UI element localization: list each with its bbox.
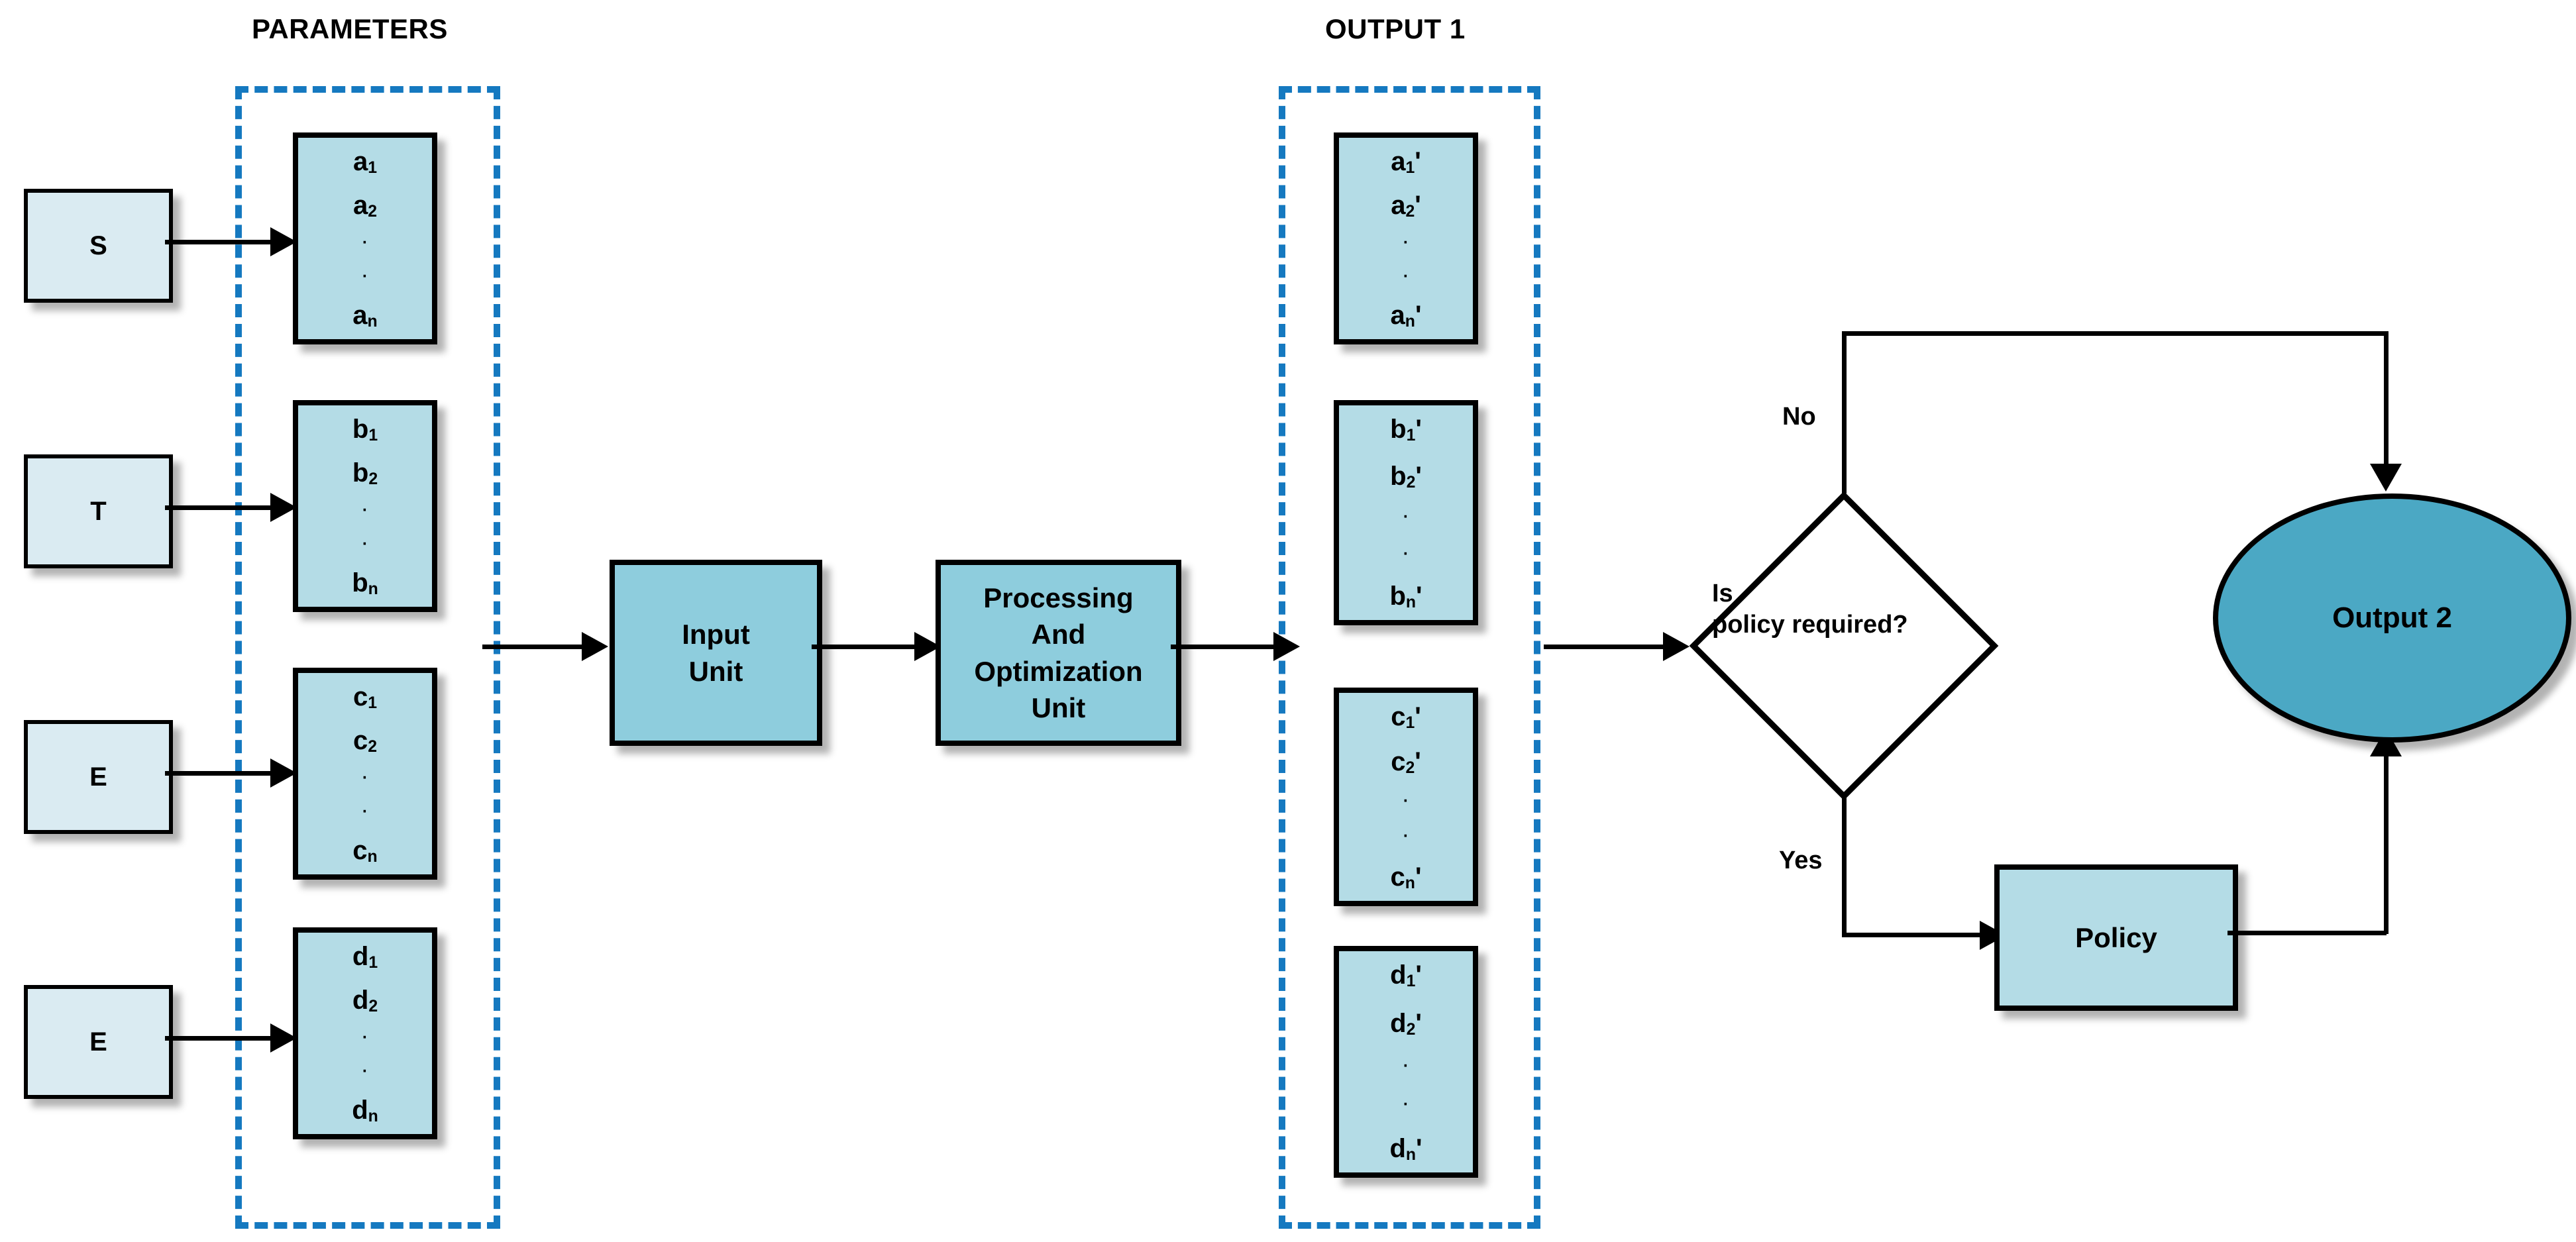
source-box-e1[interactable]: E	[24, 720, 173, 834]
param-ellipsis-dot: ·	[362, 1062, 368, 1080]
output-ellipsis-dot: ·	[1403, 508, 1409, 527]
arrow-line-params-to-input-unit	[482, 645, 585, 649]
source-box-label: S	[89, 231, 107, 260]
source-box-label: E	[89, 762, 107, 792]
arrow-head-t-to-b	[270, 493, 297, 522]
output-column-a-prime[interactable]: a1' a2' · · an'	[1334, 132, 1478, 344]
output-token: b1'	[1390, 415, 1422, 444]
arrow-line-s-to-a	[165, 240, 274, 244]
no-branch-vertical-line	[1842, 331, 1847, 493]
policy-to-output2-vertical-line	[2384, 755, 2388, 934]
source-box-label: T	[90, 496, 107, 526]
arrow-head-e2-to-d	[270, 1023, 297, 1053]
param-token: cn	[352, 835, 378, 866]
source-box-label: E	[89, 1027, 107, 1057]
output-token: a1'	[1391, 147, 1421, 177]
output-token: d1'	[1390, 960, 1422, 990]
param-ellipsis-dot: ·	[362, 802, 368, 821]
output-token: b2'	[1390, 461, 1422, 492]
output1-group-label: OUTPUT 1	[1325, 13, 1466, 44]
input-unit-label: Input Unit	[682, 619, 750, 687]
output-token: c2'	[1391, 747, 1421, 778]
output-token: c1'	[1391, 702, 1421, 732]
output-column-c-prime[interactable]: c1' c2' · · cn'	[1334, 688, 1478, 906]
param-column-a[interactable]: a1 a2 · · an	[293, 132, 437, 344]
param-token: c1	[352, 682, 378, 712]
param-ellipsis-dot: ·	[362, 535, 368, 553]
arrow-head-processing-to-output1	[1273, 632, 1300, 661]
param-column-c[interactable]: c1 c2 · · cn	[293, 668, 437, 880]
output-ellipsis-dot: ·	[1403, 792, 1409, 811]
source-box-s[interactable]: S	[24, 189, 173, 303]
param-token: d1	[352, 942, 378, 972]
param-ellipsis-dot: ·	[362, 234, 368, 252]
no-branch-label: No	[1782, 403, 1816, 431]
output-ellipsis-dot: ·	[1403, 827, 1409, 846]
policy-to-output2-horizontal-line	[2227, 931, 2387, 935]
param-ellipsis-dot: ·	[362, 1029, 368, 1047]
decision-line-2: policy required?	[1712, 611, 1908, 639]
output-ellipsis-dot: ·	[1403, 234, 1409, 252]
arrow-head-params-to-input-unit	[582, 632, 608, 661]
source-box-e2[interactable]: E	[24, 985, 173, 1099]
no-branch-horizontal-line	[1842, 331, 2388, 336]
decision-diamond-label: Is policy required?	[1688, 570, 2033, 649]
no-branch-down-line	[2384, 331, 2388, 467]
param-ellipsis-dot: ·	[362, 501, 368, 520]
param-ellipsis-dot: ·	[362, 769, 368, 788]
output-ellipsis-dot: ·	[1403, 1096, 1409, 1114]
arrow-head-s-to-a	[270, 227, 297, 256]
arrow-line-e1-to-c	[165, 771, 274, 776]
param-token: dn	[352, 1095, 378, 1125]
param-token: b1	[352, 415, 378, 444]
yes-branch-horizontal-line	[1842, 933, 1984, 937]
arrow-line-e2-to-d	[165, 1036, 274, 1041]
arrow-head-output1-to-decision	[1663, 632, 1690, 661]
output2-label: Output 2	[2332, 601, 2452, 634]
no-branch-arrow-head	[2370, 464, 2402, 492]
arrow-line-input-to-processing	[812, 645, 918, 649]
param-token: d2	[352, 985, 378, 1015]
decision-line-1: Is	[1712, 579, 1733, 607]
param-column-b[interactable]: b1 b2 · · bn	[293, 400, 437, 612]
arrow-line-output1-to-decision	[1544, 645, 1666, 649]
output-ellipsis-dot: ·	[1403, 267, 1409, 285]
arrow-head-e1-to-c	[270, 758, 297, 788]
param-token: bn	[352, 568, 378, 598]
param-ellipsis-dot: ·	[362, 267, 368, 285]
output-column-b-prime[interactable]: b1' b2' · · bn'	[1334, 400, 1478, 625]
parameters-group-label: PARAMETERS	[252, 13, 448, 44]
param-token: a2	[352, 190, 378, 221]
output-token: a2'	[1391, 190, 1421, 221]
arrow-line-processing-to-output1	[1171, 645, 1277, 649]
output-token: bn'	[1389, 581, 1422, 611]
source-box-t[interactable]: T	[24, 454, 173, 568]
output-token: dn'	[1389, 1133, 1422, 1164]
policy-box[interactable]: Policy	[1994, 864, 2238, 1011]
param-token: an	[352, 300, 378, 331]
arrow-line-t-to-b	[165, 505, 274, 510]
output-token: an'	[1390, 300, 1422, 331]
parameters-dashed-frame	[235, 86, 500, 1229]
param-token: b2	[352, 458, 378, 488]
input-unit-box[interactable]: Input Unit	[610, 560, 822, 746]
processing-unit-label: Processing And Optimization Unit	[974, 582, 1143, 723]
output-token: d2'	[1390, 1009, 1422, 1039]
yes-branch-label: Yes	[1779, 847, 1823, 874]
yes-branch-vertical-line	[1842, 795, 1847, 937]
output-token: cn'	[1390, 862, 1422, 892]
output2-ellipse[interactable]: Output 2	[2213, 493, 2571, 743]
output-ellipsis-dot: ·	[1403, 1057, 1409, 1076]
processing-optimization-unit-box[interactable]: Processing And Optimization Unit	[936, 560, 1181, 746]
output-column-d-prime[interactable]: d1' d2' · · dn'	[1334, 946, 1478, 1178]
param-column-d[interactable]: d1 d2 · · dn	[293, 927, 437, 1139]
param-token: c2	[352, 725, 378, 756]
param-token: a1	[352, 147, 378, 177]
output-ellipsis-dot: ·	[1403, 544, 1409, 563]
policy-box-label: Policy	[2075, 921, 2157, 953]
